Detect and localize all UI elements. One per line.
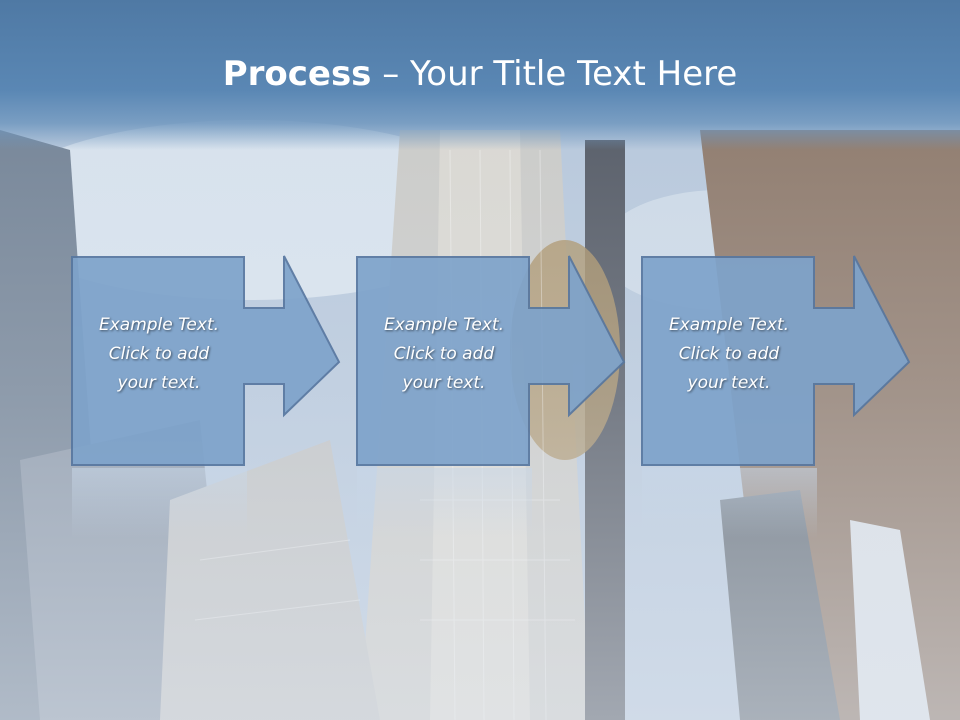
step-3-text: Example Text. Click to add your text. [645,311,813,398]
step-1-arrow-shape [71,255,341,466]
step-3-reflection [642,468,817,538]
step-1-reflection [72,468,247,538]
step-1-line-2: Click to add [108,344,210,364]
step-1-line-1: Example Text. [98,315,220,335]
step-2-line-1: Example Text. [383,315,505,335]
step-1-line-3: your text. [117,373,201,393]
title-rest-text: – Your Title Text Here [371,54,738,94]
step-3-line-2: Click to add [678,344,780,364]
title-bold-text: Process [222,54,372,94]
process-step-3[interactable]: Example Text. Click to add your text. [641,255,960,468]
step-2-reflection [357,468,532,538]
step-1-text: Example Text. Click to add your text. [75,311,243,398]
process-step-2[interactable]: Example Text. Click to add your text. [356,255,696,468]
title-bar [0,0,960,150]
step-3-line-1: Example Text. [668,315,790,335]
step-3-arrow-shape [641,255,911,466]
process-step-1[interactable]: Example Text. Click to add your text. [71,255,411,468]
step-2-line-2: Click to add [393,344,495,364]
step-2-line-3: your text. [402,373,486,393]
step-3-line-3: your text. [687,373,771,393]
step-2-text: Example Text. Click to add your text. [360,311,528,398]
slide-title[interactable]: Process – Your Title Text Here [0,52,960,96]
step-2-arrow-shape [356,255,626,466]
